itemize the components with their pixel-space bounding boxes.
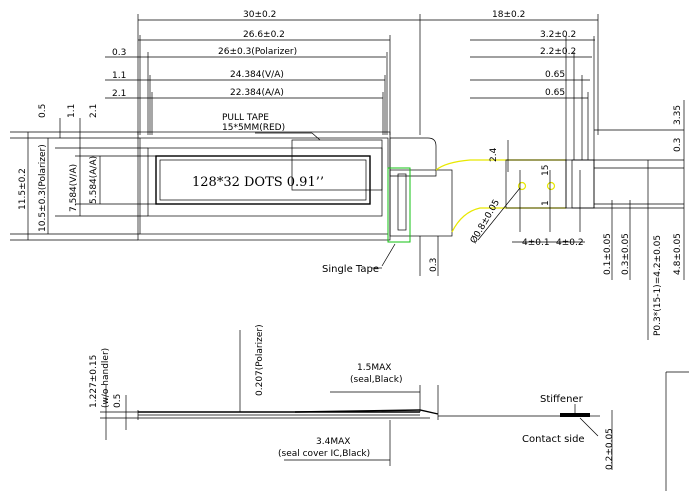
dim-width-polarizer: 26±0.3(Polarizer) [218, 47, 297, 57]
pull-tape: PULL TAPE 15*5MM(RED) [222, 113, 383, 191]
dim-height-polarizer: 10.5±0.3(Polarizer) [38, 144, 48, 232]
title-block-frame [665, 371, 689, 491]
side-thickness-note: (w/o handler) [101, 348, 111, 408]
dim-offset-21: 2.1 [112, 89, 126, 99]
pin-1-label: 1 [541, 200, 551, 206]
dim-right-48: 4.8±0.05 [673, 233, 683, 275]
side-cover-note: (seal cover IC,Black) [278, 449, 370, 459]
dim-offset-11: 1.1 [112, 71, 126, 81]
dim-fpc-w4b: 4±0.2 [556, 238, 584, 248]
dim-width-266: 26.6±0.2 [243, 30, 285, 40]
pull-tape-label-2: 15*5MM(RED) [222, 123, 285, 133]
side-d02: 0.2±0.05 [605, 428, 615, 470]
pull-tape-label-1: PULL TAPE [222, 113, 269, 123]
dim-hole: Ø0.8±0.05 [468, 198, 502, 246]
dim-fpc-w4a: 4±0.1 [522, 238, 550, 248]
side-polarizer: 0.207(Polarizer) [255, 324, 265, 396]
dim-fpc-22: 2.2±0.2 [540, 47, 576, 57]
dim-width-aa: 22.384(A/A) [230, 88, 284, 98]
ic-bond-area [381, 137, 453, 267]
dim-height-aa: 5.584(A/A) [89, 156, 99, 204]
dim-height-total: 11.5±0.2 [18, 168, 28, 210]
dim-left-11: 1.1 [67, 104, 77, 118]
pin-15-label: 15 [541, 165, 551, 176]
contact-side-label: Contact side [522, 434, 585, 445]
fpc-dimensions: 3.2±0.2 2.2±0.2 0.65 0.65 2.4 Ø0.8±0.05 … [419, 30, 595, 276]
dim-right-03b: 0.3±0.05 [621, 233, 631, 275]
dim-fpc-24: 2.4 [489, 147, 499, 162]
right-dimensions: 3.35 0.3 0.1±0.05 0.3±0.05 P0.3*(15-1)=4… [594, 100, 685, 340]
dim-right-01: 0.1±0.05 [603, 233, 613, 275]
dim-fpc-065a: 0.65 [545, 70, 565, 80]
dim-fpc-065b: 0.65 [545, 88, 565, 98]
dim-right-03: 0.3 [673, 138, 683, 152]
side-d05: 0.5 [113, 394, 123, 408]
dim-width-va: 24.384(V/A) [230, 70, 284, 80]
display-label: 128*32 DOTS 0.91’’ [192, 175, 324, 190]
top-dimensions: 30±0.2 18±0.2 26.6±0.2 26±0.3(Polarizer)… [105, 10, 599, 135]
dim-fpc-03: 0.3 [429, 258, 439, 272]
dim-height-va: 7.584(V/A) [69, 164, 79, 212]
side-seal: 1.5MAX [357, 363, 391, 373]
side-thickness: 1.227±0.15 [89, 355, 99, 408]
dim-right-pitch: P0.3*(15-1)=4.2±0.05 [653, 235, 663, 336]
stiffener-label: Stiffener [540, 394, 584, 405]
fpc-tail [435, 159, 595, 243]
side-seal-note: (seal,Black) [350, 375, 402, 385]
dim-left-21: 2.1 [89, 104, 99, 118]
single-tape-label: Single Tape [322, 264, 379, 275]
side-cover: 3.4MAX [316, 437, 350, 447]
dim-fpc-32: 3.2±0.2 [540, 30, 576, 40]
dim-width-tail: 18±0.2 [492, 10, 525, 20]
dim-right-335: 3.35 [673, 105, 683, 125]
dim-offset-03: 0.3 [112, 48, 126, 58]
left-dimensions: 0.5 1.1 2.1 11.5±0.2 10.5±0.3(Polarizer)… [10, 104, 156, 241]
side-view: 1.227±0.15 (w/o handler) 0.5 0.207(Polar… [89, 324, 615, 470]
dim-width-total: 30±0.2 [243, 10, 276, 20]
dim-left-05: 0.5 [38, 104, 48, 118]
